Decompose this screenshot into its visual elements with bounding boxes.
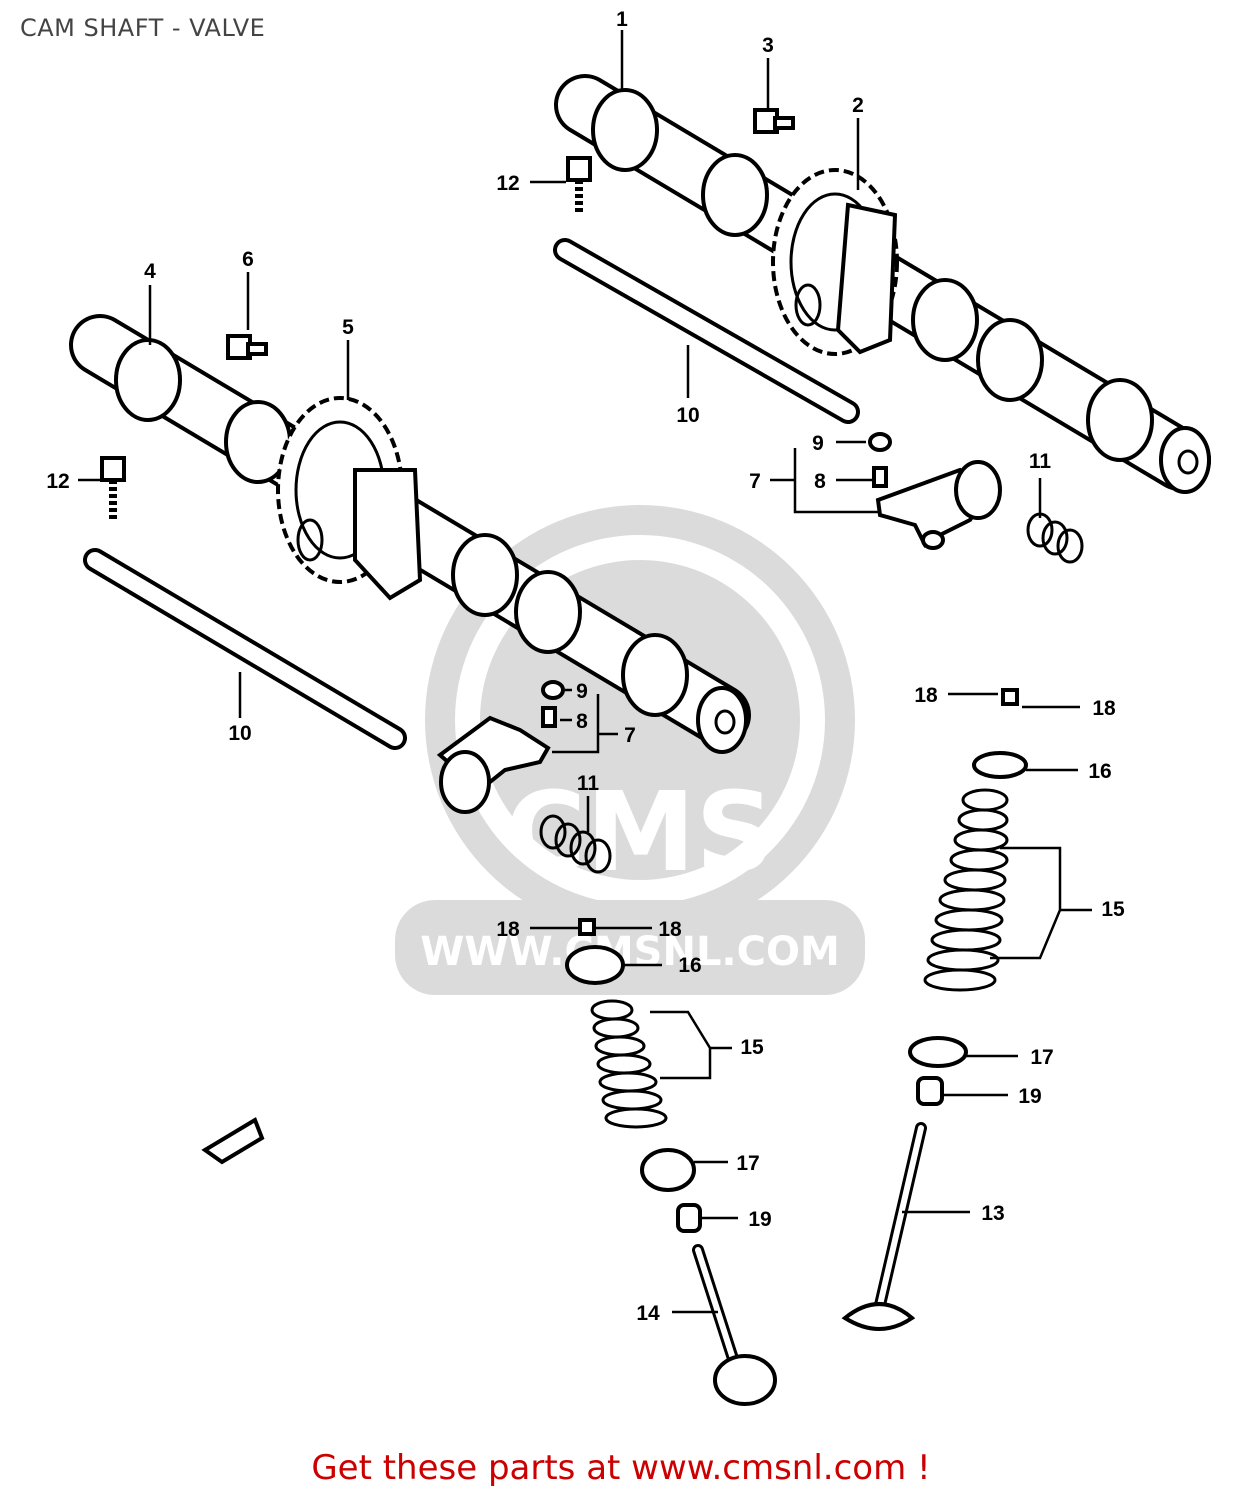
callout-16-left: 16 [678,954,701,977]
leader-lines [78,30,1092,1314]
bolt-12-lower [100,456,126,520]
rocker-arm-upper [868,432,1002,550]
callout-15-right: 15 [1101,898,1125,921]
direction-arrow-icon [201,1117,265,1165]
upper-sprocket [771,168,899,356]
callout-9-lower: 9 [576,680,588,703]
spring-11-lower [539,814,612,874]
callout-8-lower: 8 [576,710,588,733]
lower-sprocket [276,396,423,601]
page-title: CAM SHAFT - VALVE [20,14,266,42]
callout-17-left: 17 [736,1152,759,1175]
callout-11-lower: 11 [577,772,600,795]
callout-7-upper: 7 [749,470,761,493]
callout-18-left-b: 18 [658,918,682,941]
callout-11-upper: 11 [1029,450,1052,473]
callout-8-upper: 8 [814,470,826,493]
parts-diagram: CMS WWW.CMSNL.COM [46,8,1211,1406]
callout-9-upper: 9 [812,432,824,455]
callout-10-lower: 10 [228,722,251,745]
callout-17-right: 17 [1030,1046,1053,1069]
spring-11-upper [1026,512,1084,564]
callout-14: 14 [636,1302,660,1325]
watermark-brand: CMS [505,768,774,896]
callout-19-left: 19 [748,1208,771,1231]
callout-18-right-b: 18 [1092,697,1116,720]
callout-5: 5 [342,316,354,339]
watermark-url: WWW.CMSNL.COM [420,929,840,975]
bolt-3 [753,108,795,134]
valve-assembly-right [841,688,1028,1331]
callout-13: 13 [981,1202,1004,1225]
callout-3: 3 [762,34,774,57]
callout-4: 4 [144,260,156,283]
callout-7-lower: 7 [624,724,636,747]
bolt-12-upper [566,156,592,215]
callout-labels: 1 2 3 4 5 6 7 7 8 8 9 9 10 10 11 11 12 1… [46,8,1125,1325]
bolt-6 [226,334,268,360]
callout-19-right: 19 [1018,1085,1041,1108]
callout-18-left-a: 18 [496,918,520,941]
callout-18-right-a: 18 [914,684,938,707]
upper-camshaft [554,74,1211,494]
callout-1: 1 [616,8,628,31]
callout-12-upper: 12 [496,172,519,195]
callout-10-upper: 10 [676,404,699,427]
callout-2: 2 [852,94,864,117]
callout-15-left: 15 [740,1036,764,1059]
footer-link[interactable]: Get these parts at www.cmsnl.com ! [311,1448,931,1488]
callout-16-right: 16 [1088,760,1111,783]
callout-6: 6 [242,248,254,271]
rocker-arm-lower [436,680,565,814]
callout-12-lower: 12 [46,470,69,493]
